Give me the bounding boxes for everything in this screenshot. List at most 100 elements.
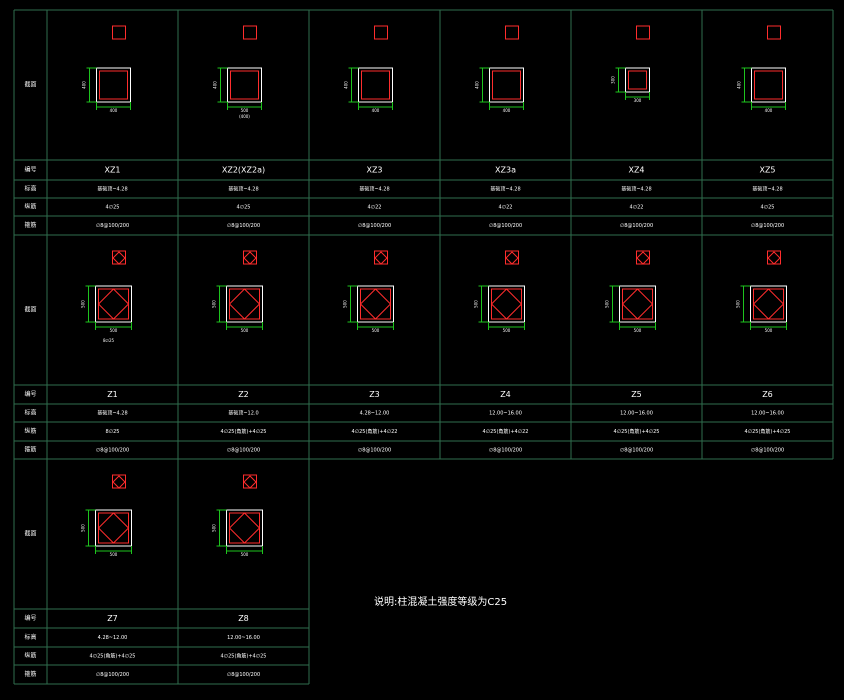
cell-stirrup: ∅8@100/200 bbox=[227, 448, 260, 454]
stirrup-diamond bbox=[490, 288, 523, 320]
cell-longitudinal: 4∅25 bbox=[237, 205, 251, 211]
cell-stirrup: ∅8@100/200 bbox=[489, 448, 522, 454]
cell-elevation: 12.00~16.00 bbox=[489, 411, 522, 417]
cell-id: XZ2(XZ2a) bbox=[222, 166, 265, 175]
row-header-longitudinal: 纵筋 bbox=[24, 427, 36, 435]
legend-diamond bbox=[374, 251, 388, 265]
cell-elevation: 基础顶~4.28 bbox=[359, 186, 389, 193]
legend-icon bbox=[767, 25, 781, 40]
stirrup-diamond bbox=[97, 288, 130, 320]
row-header-stirrup: 箍筋 bbox=[24, 221, 36, 229]
legend-icon bbox=[374, 25, 388, 40]
dimension-width-label: 400 bbox=[765, 108, 773, 113]
legend-icon bbox=[243, 25, 257, 40]
stirrup-diamond bbox=[228, 288, 261, 320]
dimension-height-label: 500 bbox=[736, 300, 741, 308]
cell-elevation: 12.00~16.00 bbox=[751, 411, 784, 417]
cell-elevation: 基础顶~4.28 bbox=[97, 410, 127, 417]
dimension-height-label: 400 bbox=[475, 81, 480, 89]
dimension-height-label: 300 bbox=[611, 76, 616, 84]
column-outline bbox=[751, 67, 786, 103]
cell-longitudinal: 4∅22 bbox=[630, 205, 644, 211]
cell-longitudinal: 4∅22 bbox=[368, 205, 382, 211]
stirrup-outer bbox=[492, 70, 521, 100]
cell-stirrup: ∅8@100/200 bbox=[751, 223, 784, 229]
dimension-height-label: 500 bbox=[605, 300, 610, 308]
cell-longitudinal: 4∅22 bbox=[499, 205, 513, 211]
legend-icon bbox=[112, 474, 126, 489]
column-outline bbox=[226, 509, 263, 547]
cell-stirrup: ∅8@100/200 bbox=[751, 448, 784, 454]
column-outline bbox=[95, 509, 132, 547]
cell-longitudinal: 4∅25(角筋)+4∅22 bbox=[483, 428, 529, 435]
cell-id: XZ3a bbox=[495, 166, 516, 175]
cell-stirrup: ∅8@100/200 bbox=[358, 448, 391, 454]
cell-stirrup: ∅8@100/200 bbox=[96, 672, 129, 678]
cell-id: Z8 bbox=[238, 614, 249, 623]
stirrup-outer bbox=[229, 512, 260, 544]
cell-stirrup: ∅8@100/200 bbox=[227, 223, 260, 229]
cell-stirrup: ∅8@100/200 bbox=[96, 223, 129, 229]
cell-elevation: 基础顶~4.28 bbox=[97, 186, 127, 193]
cell-stirrup: ∅8@100/200 bbox=[620, 223, 653, 229]
stirrup-diamond bbox=[359, 288, 392, 320]
column-outline bbox=[96, 67, 131, 103]
row-header-section: 截面 bbox=[24, 306, 36, 314]
dimension-height-label: 400 bbox=[213, 81, 218, 89]
cell-longitudinal: 4∅25(角筋)+4∅25 bbox=[614, 428, 660, 435]
cell-stirrup: ∅8@100/200 bbox=[358, 223, 391, 229]
cell-stirrup: ∅8@100/200 bbox=[96, 448, 129, 454]
row-header-number: 编号 bbox=[24, 614, 36, 622]
cell-elevation: 4.28~12.00 bbox=[98, 635, 128, 641]
cell-elevation: 基础顶~4.28 bbox=[490, 186, 520, 193]
cell-longitudinal: 4∅25(角筋)+4∅22 bbox=[352, 428, 398, 435]
stirrup-outer bbox=[491, 288, 522, 320]
dimension-width-label: 500 bbox=[765, 328, 773, 333]
row-header-stirrup: 箍筋 bbox=[24, 446, 36, 454]
cell-id: Z7 bbox=[107, 614, 118, 623]
legend-icon bbox=[505, 25, 519, 40]
legend-icon bbox=[243, 250, 257, 265]
row-header-elevation: 标高 bbox=[24, 409, 36, 417]
legend-diamond bbox=[112, 475, 126, 489]
legend-icon bbox=[636, 25, 650, 40]
dimension-width-label: 500 bbox=[241, 108, 249, 113]
legend-diamond bbox=[112, 251, 126, 265]
dimension-height-label: 500 bbox=[81, 300, 86, 308]
row-header-stirrup: 箍筋 bbox=[24, 670, 36, 678]
dimension-width-label: 300 bbox=[634, 98, 642, 103]
cell-id: XZ3 bbox=[366, 166, 382, 175]
cell-longitudinal: 4∅25(角筋)+4∅25 bbox=[221, 653, 267, 660]
stirrup-diamond bbox=[752, 288, 785, 320]
cell-longitudinal: 4∅25 bbox=[106, 205, 120, 211]
cell-elevation: 4.28~12.00 bbox=[360, 411, 390, 417]
dimension-height-label: 400 bbox=[344, 81, 349, 89]
stirrup-outer bbox=[230, 70, 259, 100]
cell-longitudinal: 4∅25(角筋)+4∅25 bbox=[90, 653, 136, 660]
stirrup-outer bbox=[622, 288, 653, 320]
dimension-height-label: 400 bbox=[82, 81, 87, 89]
cell-id: Z3 bbox=[369, 390, 380, 399]
dimension-width-label: 500 bbox=[241, 552, 249, 557]
cell-longitudinal: 8∅25 bbox=[106, 429, 120, 435]
dimension-width-extra: (400) bbox=[239, 114, 250, 119]
column-outline bbox=[625, 67, 650, 93]
cell-elevation: 基础顶~4.28 bbox=[752, 186, 782, 193]
cell-elevation: 12.00~16.00 bbox=[620, 411, 653, 417]
cell-id: Z5 bbox=[631, 390, 642, 399]
stirrup-outer bbox=[99, 70, 128, 100]
row-header-longitudinal: 纵筋 bbox=[24, 203, 36, 211]
dimension-height-label: 400 bbox=[737, 81, 742, 89]
legend-diamond bbox=[505, 251, 519, 265]
column-outline bbox=[358, 67, 393, 103]
cell-longitudinal: 4∅25 bbox=[761, 205, 775, 211]
stirrup-diamond bbox=[621, 288, 654, 320]
dimension-width-label: 400 bbox=[110, 108, 118, 113]
dimension-width-label: 400 bbox=[503, 108, 511, 113]
cell-elevation: 基础顶~12.0 bbox=[228, 410, 258, 417]
cell-elevation: 12.00~16.00 bbox=[227, 635, 260, 641]
row-header-section: 截面 bbox=[24, 530, 36, 538]
column-outline bbox=[357, 285, 394, 323]
column-outline bbox=[489, 67, 524, 103]
cell-longitudinal: 4∅25(角筋)+4∅25 bbox=[221, 428, 267, 435]
